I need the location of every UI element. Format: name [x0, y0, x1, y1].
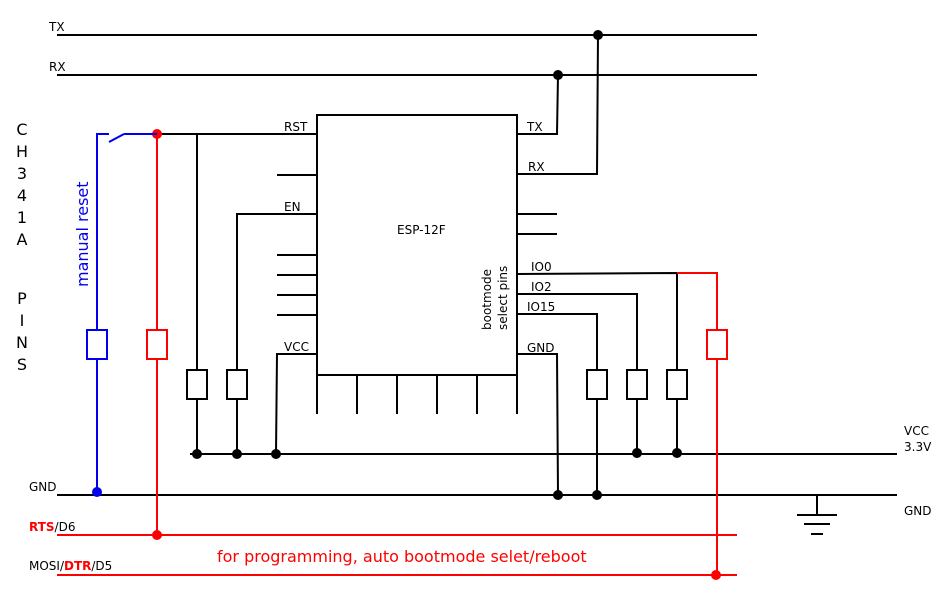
dtr-label-suffix: /D5: [91, 559, 112, 573]
chip-rx-to-tx-bus-wire: [517, 34, 599, 175]
vcc-junction-dot: [192, 449, 202, 459]
gnd-rail-label-left: GND: [29, 480, 57, 494]
en-pullup-resistor: [226, 369, 248, 400]
module-left-pins: [277, 174, 317, 316]
chip-tx-to-rx-bus-wire: [517, 74, 559, 135]
dtr-junction-dot: [711, 570, 721, 580]
io2-wire: [517, 293, 638, 370]
title-char-4: 4: [17, 186, 27, 205]
title-char-p: P: [17, 289, 27, 308]
io0-dtr-resistor: [706, 329, 728, 360]
module-gnd-wire: [517, 353, 559, 496]
tx-bus-junction-dot: [593, 30, 603, 40]
io0-pullup-resistor: [666, 369, 688, 400]
tx-bus-label: TX: [48, 20, 65, 34]
bootmode-label-line1: bootmode: [480, 269, 494, 330]
vcc-rail-voltage: 3.3V: [904, 440, 932, 454]
vcc-junction-dot: [232, 449, 242, 459]
io15-pin-label: IO15: [527, 300, 555, 314]
ch341a-pins-title: C H 3 4 1 A P I N S: [16, 120, 28, 374]
title-char-3: 3: [17, 164, 27, 183]
rts-label-bold: RTS: [29, 520, 55, 534]
io0-dtr-wire-top: [677, 272, 718, 330]
title-char-c: C: [16, 120, 27, 139]
title-char-h: H: [16, 142, 28, 161]
manual-reset-gnd-dot: [92, 487, 102, 497]
en-pullup-wire-top: [236, 213, 317, 370]
en-pin-label: EN: [284, 200, 301, 214]
module-vcc-wire: [275, 353, 317, 455]
dtr-line-label: MOSI/DTR/D5: [29, 559, 112, 573]
title-char-i: I: [20, 311, 25, 330]
ground-symbol: [797, 495, 837, 535]
dtr-label-prefix: MOSI/: [29, 559, 65, 573]
title-char-s: S: [17, 355, 27, 374]
rx-bus-junction-dot: [553, 70, 563, 80]
rx-pin-label: RX: [528, 160, 545, 174]
bootmode-select-label: bootmode select pins: [480, 266, 510, 330]
manual-reset-switch-blade: [108, 133, 125, 143]
vcc-rail-label: VCC: [904, 424, 929, 438]
gnd-pin-label: GND: [527, 341, 555, 355]
vcc-junction-dot: [271, 449, 281, 459]
title-char-1: 1: [17, 208, 27, 227]
tx-pin-label: TX: [526, 120, 543, 134]
io2-pin-label: IO2: [531, 280, 552, 294]
rts-junction-dot: [152, 530, 162, 540]
manual-reset-wire-top: [96, 133, 109, 330]
programming-annotation: for programming, auto bootmode selet/reb…: [217, 547, 587, 566]
title-char-a: A: [17, 230, 28, 249]
title-char-n: N: [16, 333, 28, 352]
esp12f-module-body: [316, 114, 518, 376]
rst-rts-resistor: [146, 329, 168, 360]
rx-bus-label: RX: [49, 60, 66, 74]
vcc-pin-label: VCC: [284, 340, 309, 354]
io0-pin-label: IO0: [531, 260, 552, 274]
io15-pulldown-resistor: [586, 369, 608, 400]
rst-pullup-resistor: [186, 369, 208, 400]
io15-wire: [517, 313, 598, 370]
esp12f-module-name: ESP-12F: [397, 223, 446, 237]
rts-line-label: RTS/D6: [29, 520, 75, 534]
module-bottom-pins: [316, 375, 518, 414]
bootmode-label-line2: select pins: [496, 266, 510, 330]
rts-label-suffix: /D6: [55, 520, 76, 534]
gnd-rail-label-right: GND: [904, 504, 932, 518]
manual-reset-label: manual reset: [73, 181, 92, 287]
io2-pullup-resistor: [626, 369, 648, 400]
rst-pin-label: RST: [284, 120, 308, 134]
dtr-label-bold: DTR: [64, 559, 91, 573]
manual-reset-resistor: [86, 329, 108, 360]
